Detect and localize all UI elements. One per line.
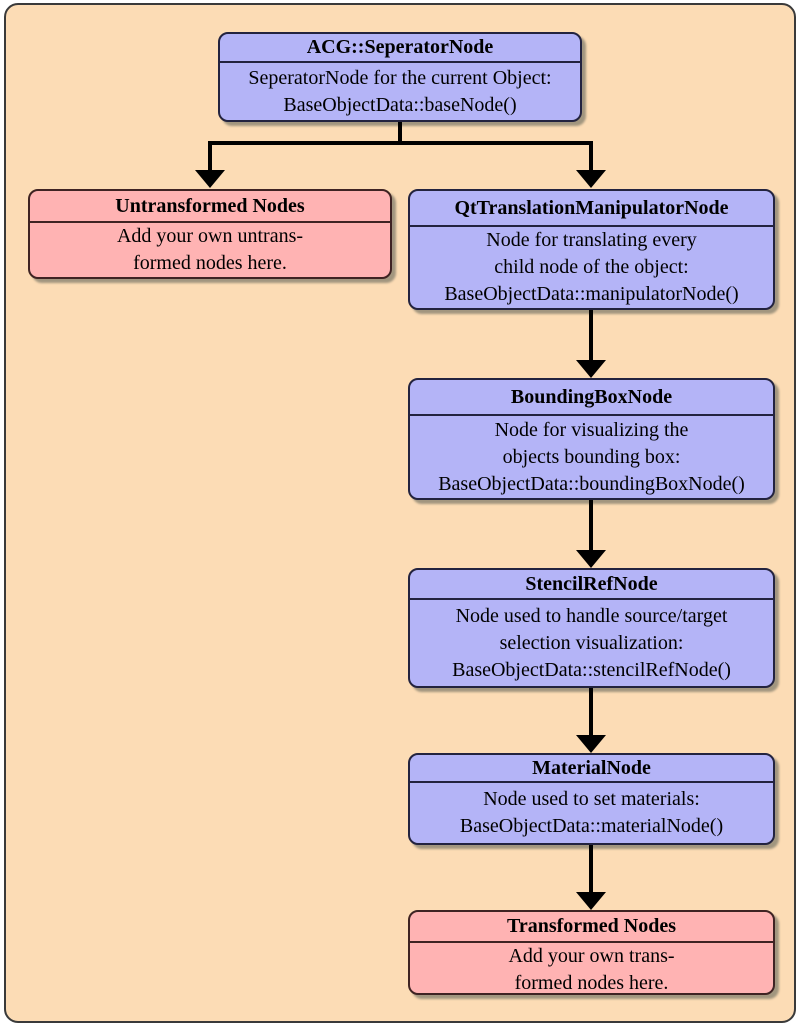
- edge-to-untransformed-arrowhead-icon: [195, 170, 225, 188]
- edge-boundingbox-stencilref-arrowhead-icon: [576, 550, 606, 568]
- node-material: MaterialNode Node used to set materials:…: [408, 753, 775, 845]
- node-material-title: MaterialNode: [410, 755, 773, 783]
- node-body-line: Add your own untrans-: [116, 225, 304, 247]
- node-body-line: BaseObjectData::manipulatorNode(): [444, 283, 739, 305]
- node-body-line: SeperatorNode for the current Object:: [248, 66, 552, 89]
- node-body-line: child node of the object:: [494, 256, 689, 278]
- node-stencilref: StencilRefNode Node used to handle sourc…: [408, 568, 775, 688]
- edge-stencilref-material-arrowhead-icon: [576, 735, 606, 753]
- node-transformed: Transformed Nodes Add your own trans- fo…: [408, 910, 775, 995]
- node-boundingbox-body: Node for visualizing the objects boundin…: [410, 416, 773, 498]
- edge-separator-stem: [398, 122, 402, 143]
- node-untransformed-body: Add your own untrans- formed nodes here.: [30, 223, 390, 277]
- edge-material-transformed-arrowhead-icon: [576, 892, 606, 910]
- node-body-line: selection visualization:: [499, 631, 684, 654]
- node-qt-translation-manipulator-body: Node for translating every child node of…: [410, 227, 773, 308]
- node-acg-seperator-body: SeperatorNode for the current Object: Ba…: [220, 63, 580, 120]
- edge-manipulator-boundingbox-line: [589, 310, 593, 360]
- node-body-line: BaseObjectData::stencilRefNode(): [452, 658, 731, 681]
- edge-to-untransformed-line: [208, 141, 212, 172]
- node-material-body: Node used to set materials: BaseObjectDa…: [410, 783, 773, 843]
- node-untransformed-title: Untransformed Nodes: [30, 191, 390, 223]
- node-stencilref-title: StencilRefNode: [410, 570, 773, 600]
- edge-material-transformed-line: [589, 845, 593, 892]
- node-boundingbox: BoundingBoxNode Node for visualizing the…: [408, 378, 775, 500]
- edge-stencilref-material-line: [589, 688, 593, 735]
- node-body-line: Node for visualizing the: [494, 418, 689, 441]
- node-body-line: Node used to handle source/target: [455, 604, 728, 627]
- edge-manipulator-boundingbox-arrowhead-icon: [576, 360, 606, 378]
- node-qt-translation-manipulator-title: QtTranslationManipulatorNode: [410, 191, 773, 227]
- node-body-line: objects bounding box:: [502, 445, 681, 468]
- diagram-page-background: [4, 3, 796, 1023]
- node-body-line: Add your own trans-: [508, 945, 675, 967]
- edge-to-manipulator-arrowhead-icon: [576, 170, 606, 188]
- node-body-line: formed nodes here.: [514, 972, 669, 994]
- node-body-line: Node for translating every: [486, 229, 697, 251]
- node-body-line: BaseObjectData::boundingBoxNode(): [438, 472, 745, 495]
- node-body-line: BaseObjectData::materialNode(): [459, 815, 724, 837]
- edge-separator-branch-bar: [208, 141, 593, 145]
- node-body-line: BaseObjectData::baseNode(): [283, 93, 517, 116]
- node-body-line: formed nodes here.: [133, 252, 287, 274]
- node-untransformed: Untransformed Nodes Add your own untrans…: [28, 189, 392, 279]
- node-acg-seperator-title: ACG::SeperatorNode: [220, 34, 580, 63]
- node-stencilref-body: Node used to handle source/target select…: [410, 600, 773, 686]
- node-acg-seperator: ACG::SeperatorNode SeperatorNode for the…: [218, 32, 582, 122]
- node-body-line: Node used to set materials:: [483, 788, 700, 810]
- edge-to-manipulator-line: [589, 141, 593, 172]
- node-transformed-title: Transformed Nodes: [410, 912, 773, 943]
- node-qt-translation-manipulator: QtTranslationManipulatorNode Node for tr…: [408, 189, 775, 310]
- edge-boundingbox-stencilref-line: [589, 500, 593, 550]
- node-transformed-body: Add your own trans- formed nodes here.: [410, 943, 773, 997]
- node-boundingbox-title: BoundingBoxNode: [410, 380, 773, 416]
